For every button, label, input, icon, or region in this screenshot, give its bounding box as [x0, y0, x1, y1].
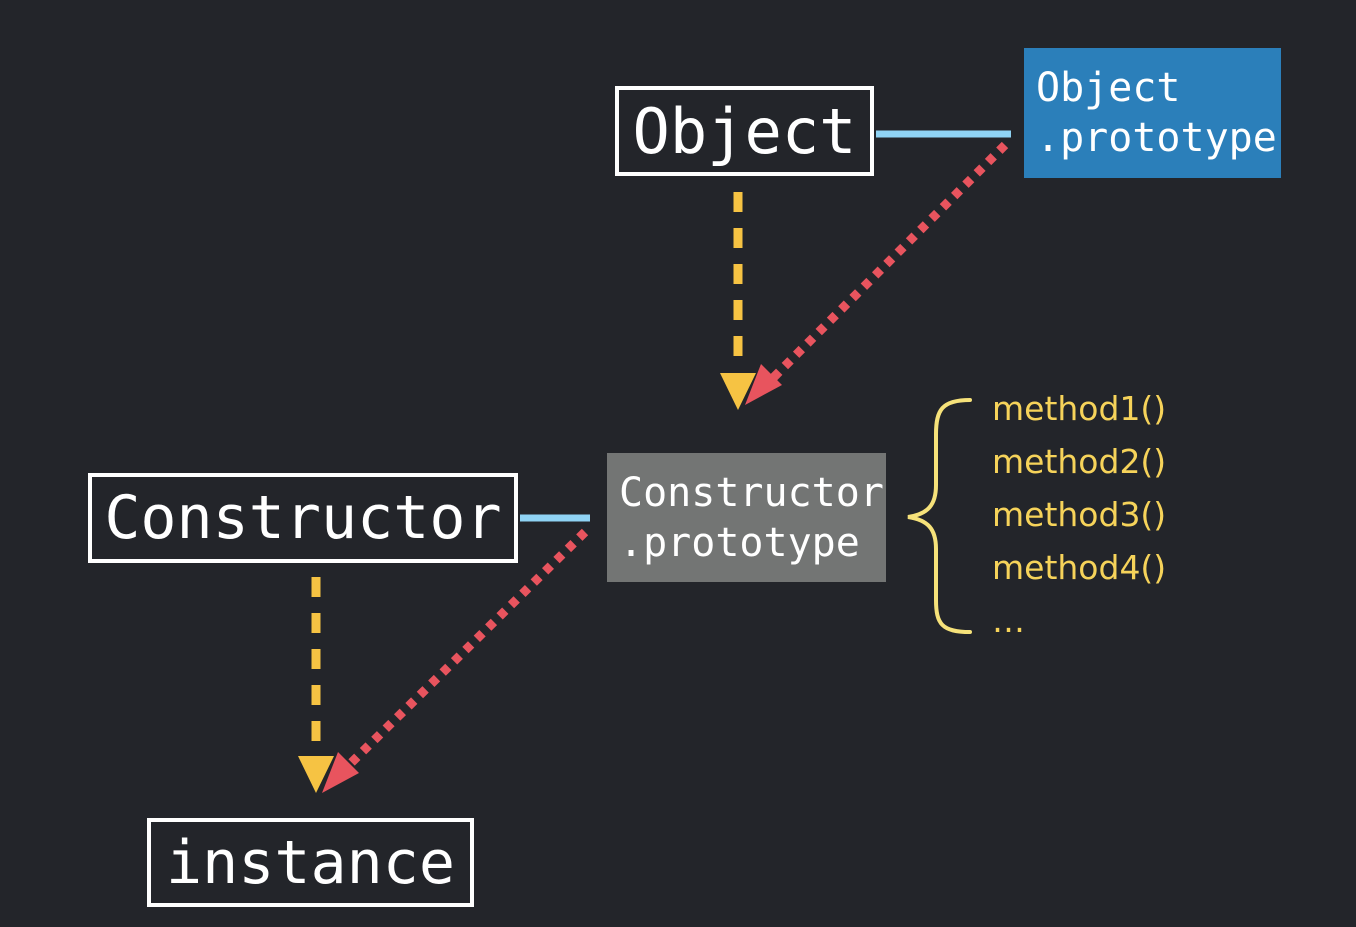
- method-item: method1(): [992, 389, 1167, 428]
- method-item: method4(): [992, 548, 1167, 587]
- method-ellipsis: …: [992, 601, 1025, 640]
- method-item: method3(): [992, 495, 1167, 534]
- constructor-label: Constructor: [104, 483, 502, 553]
- methods-brace: [907, 398, 972, 634]
- constructor-node: Constructor: [88, 473, 518, 563]
- object-label: Object: [632, 94, 857, 168]
- arrow-head: [298, 756, 334, 793]
- method-item: method2(): [992, 442, 1167, 481]
- arrow-head: [720, 373, 756, 410]
- object-prototype-line1: Object: [1036, 65, 1181, 111]
- arrow-head: [745, 364, 782, 405]
- constructor-prototype-node: Constructor .prototype: [607, 453, 886, 582]
- instance-node: instance: [147, 818, 474, 907]
- object-prototype-to-constructor-prototype-arrow: [769, 141, 1009, 382]
- constructor-prototype-line1: Constructor: [619, 469, 884, 516]
- object-prototype-line2: .prototype: [1036, 115, 1277, 161]
- methods-list: method1() method2() method3() method4() …: [992, 382, 1166, 647]
- arrow-head: [322, 752, 359, 793]
- constructor-prototype-line2: .prototype: [619, 519, 860, 566]
- instance-label: instance: [166, 827, 455, 898]
- constructor-prototype-to-instance-arrow: [344, 528, 589, 770]
- object-node: Object: [615, 86, 874, 176]
- object-prototype-node: Object .prototype: [1024, 48, 1281, 178]
